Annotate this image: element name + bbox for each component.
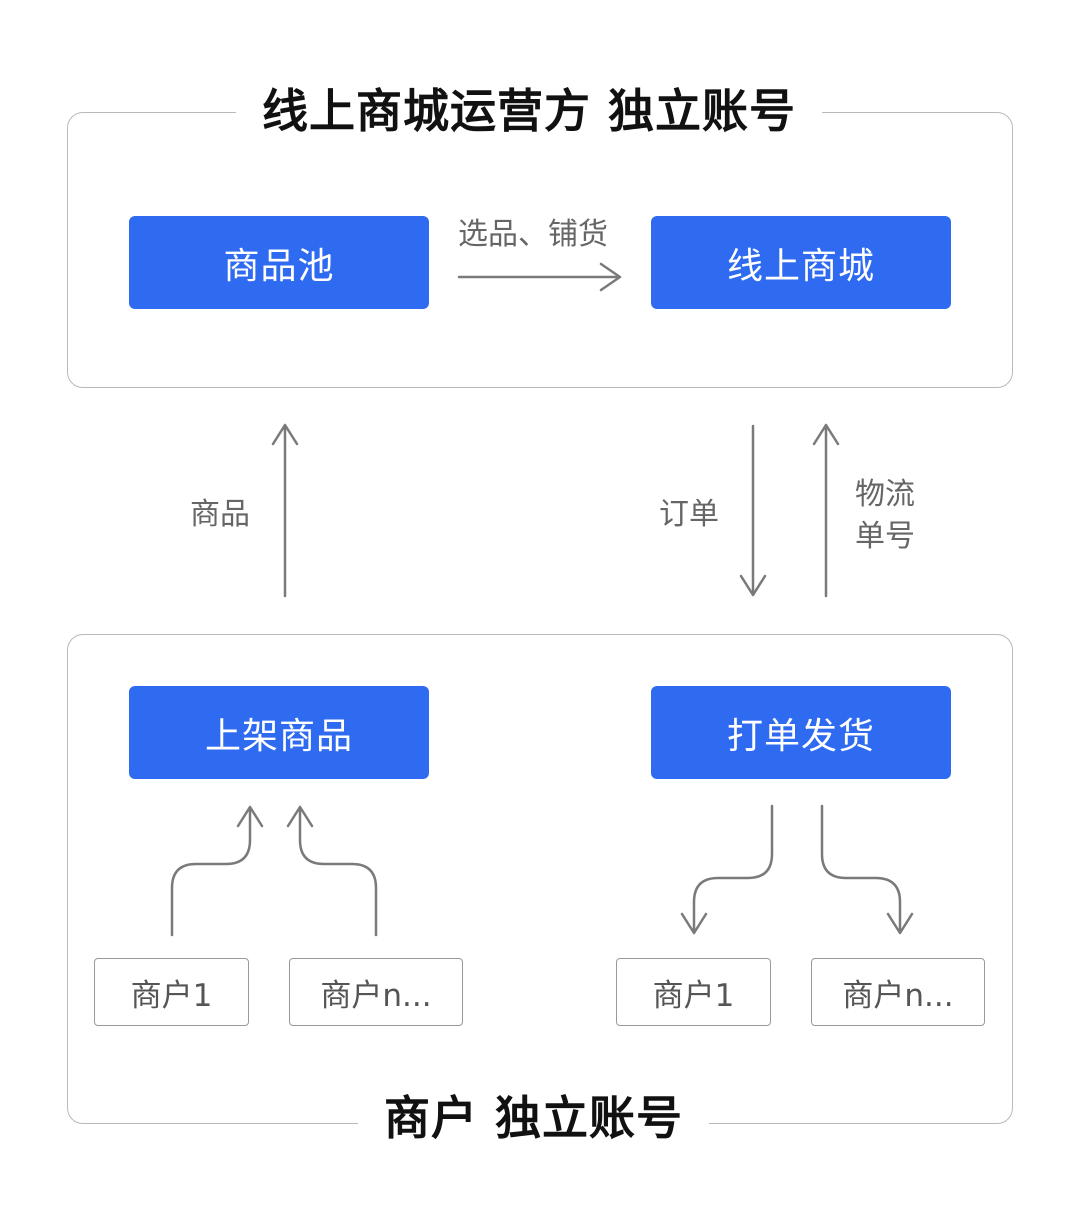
goods-flow-label: 商品 bbox=[190, 497, 250, 532]
product-pool-node: 商品池 bbox=[129, 216, 429, 309]
order-flow-label: 订单 bbox=[659, 497, 719, 532]
list-products-node: 上架商品 bbox=[129, 686, 429, 779]
merchant-left-1: 商户1 bbox=[94, 958, 249, 1026]
merchant-group-title: 商户 独立账号 bbox=[358, 1090, 710, 1146]
logistics-flow-label-line2: 单号 bbox=[855, 519, 915, 554]
ship-to-merchantn-arrow bbox=[820, 804, 914, 935]
select-stock-label: 选品、铺货 bbox=[458, 217, 608, 252]
operator-group-title: 线上商城运营方 独立账号 bbox=[236, 83, 823, 139]
logistics-up-arrow bbox=[812, 423, 840, 598]
print-ship-node: 打单发货 bbox=[651, 686, 951, 779]
online-mall-node: 线上商城 bbox=[651, 216, 951, 309]
merchantn-to-list-arrow bbox=[286, 805, 378, 937]
ship-to-merchant1-arrow bbox=[680, 804, 774, 935]
order-down-arrow bbox=[739, 424, 767, 597]
logistics-flow-label-line1: 物流 bbox=[855, 477, 915, 512]
pool-to-mall-arrow bbox=[457, 262, 622, 292]
merchant-right-1: 商户1 bbox=[616, 958, 771, 1026]
merchant-left-n: 商户n... bbox=[289, 958, 463, 1026]
merchant-right-n: 商户n... bbox=[811, 958, 985, 1026]
merchant1-to-list-arrow bbox=[170, 805, 264, 937]
goods-up-arrow bbox=[271, 423, 299, 598]
